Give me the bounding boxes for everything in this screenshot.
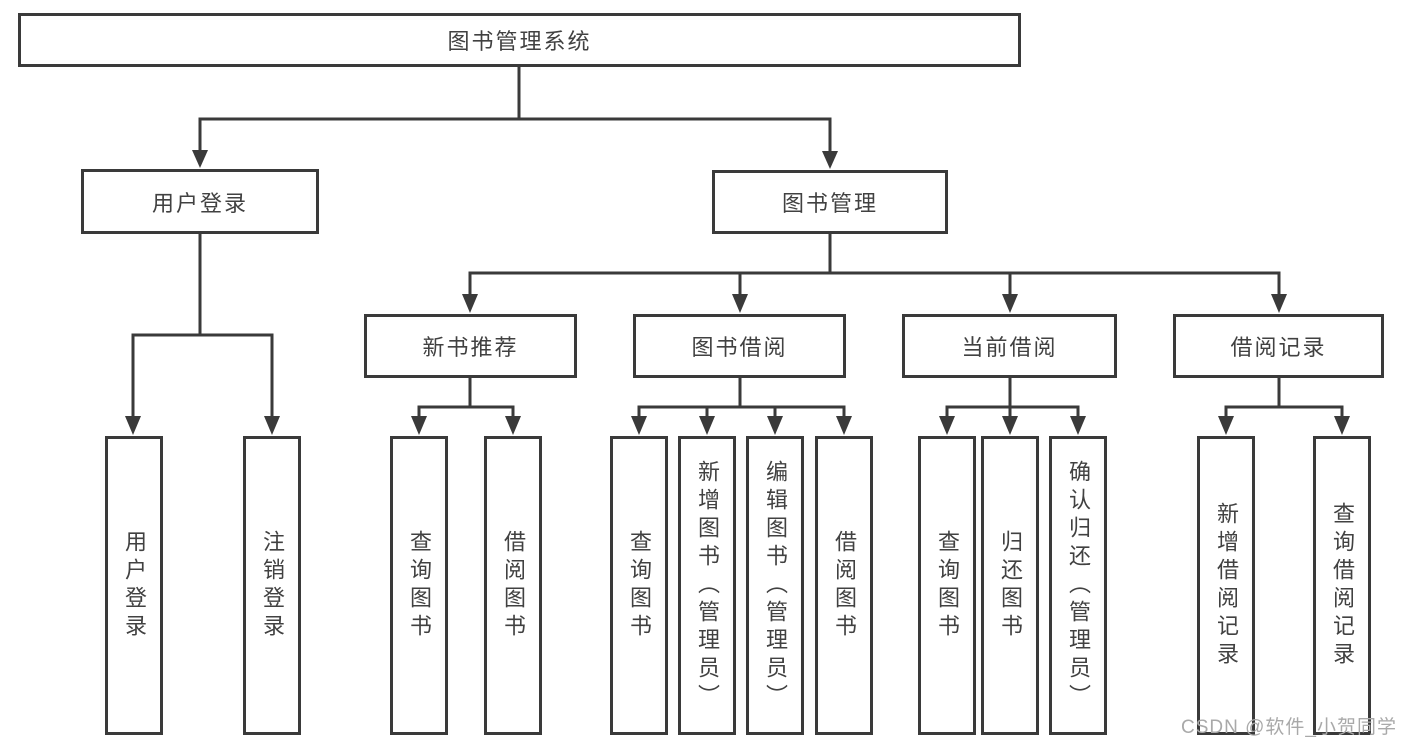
- arrowhead-leaf: [1334, 416, 1350, 435]
- leaf-add-books-admin: 新增图书（管理员）: [678, 436, 736, 735]
- arrowhead-current-borrow: [1002, 294, 1018, 313]
- arrowhead-leaf: [264, 416, 280, 435]
- arrowhead-leaf: [836, 416, 852, 435]
- arrowhead-leaf: [1002, 416, 1018, 435]
- node-book-management: 图书管理: [712, 170, 948, 234]
- arrowhead-leaf: [411, 416, 427, 435]
- node-label: 借阅图书: [501, 529, 526, 642]
- node-label: 查询图书: [407, 529, 432, 642]
- node-label: 新增图书（管理员）: [695, 459, 720, 712]
- node-label: 借阅记录: [1230, 335, 1327, 360]
- leaf-query-books-current: 查询图书: [918, 436, 976, 735]
- node-label: 用户登录: [122, 529, 147, 642]
- leaf-borrow-books: 借阅图书: [815, 436, 873, 735]
- node-current-borrowing: 当前借阅: [902, 314, 1117, 378]
- node-user-login: 用户登录: [81, 169, 319, 234]
- node-label: 图书借阅: [691, 335, 788, 360]
- leaf-query-borrow-record: 查询借阅记录: [1313, 436, 1371, 735]
- leaf-edit-books-admin: 编辑图书（管理员）: [746, 436, 804, 735]
- node-book-borrowing: 图书借阅: [633, 314, 846, 378]
- leaf-logout: 注销登录: [243, 436, 301, 735]
- arrowhead-leaf: [699, 416, 715, 435]
- node-label: 查询图书: [627, 529, 652, 642]
- arrowhead-new-book: [462, 294, 478, 313]
- node-label: 用户登录: [151, 190, 248, 216]
- node-label: 查询借阅记录: [1330, 501, 1355, 670]
- arrowhead-user-login: [192, 150, 208, 168]
- node-label: 借阅图书: [832, 529, 857, 642]
- arrowhead-leaf: [1218, 416, 1234, 435]
- arrowhead-leaf: [631, 416, 647, 435]
- arrowhead-leaf: [505, 416, 521, 435]
- arrowhead-leaf: [1070, 416, 1086, 435]
- node-label: 编辑图书（管理员）: [763, 459, 788, 712]
- arrowhead-book-management: [822, 151, 838, 169]
- node-label: 归还图书: [998, 529, 1023, 642]
- node-label: 确认归还（管理员）: [1066, 459, 1091, 712]
- node-label: 当前借阅: [961, 335, 1058, 360]
- leaf-return-books: 归还图书: [981, 436, 1039, 735]
- node-label: 新书推荐: [422, 335, 519, 360]
- csdn-watermark: CSDN @软件_小贺同学: [1181, 717, 1397, 738]
- leaf-query-books-borrowing: 查询图书: [610, 436, 668, 735]
- leaf-add-borrow-record: 新增借阅记录: [1197, 436, 1255, 735]
- arrowhead-leaf: [125, 416, 141, 435]
- leaf-confirm-return-admin: 确认归还（管理员）: [1049, 436, 1107, 735]
- leaf-query-books-recommend: 查询图书: [390, 436, 448, 735]
- leaf-user-login: 用户登录: [105, 436, 163, 735]
- leaf-borrow-books-recommend: 借阅图书: [484, 436, 542, 735]
- node-library-management-system: 图书管理系统: [18, 13, 1021, 67]
- node-borrowing-records: 借阅记录: [1173, 314, 1384, 378]
- arrowhead-borrow-records: [1271, 294, 1287, 313]
- node-label: 新增借阅记录: [1214, 501, 1239, 670]
- arrowhead-leaf: [939, 416, 955, 435]
- node-label: 注销登录: [260, 529, 285, 642]
- node-label: 查询图书: [935, 529, 960, 642]
- arrowhead-book-borrow: [732, 294, 748, 313]
- node-label: 图书管理: [781, 191, 878, 216]
- node-new-book-recommendation: 新书推荐: [364, 314, 577, 378]
- node-label: 图书管理系统: [447, 29, 592, 54]
- arrowhead-leaf: [767, 416, 783, 435]
